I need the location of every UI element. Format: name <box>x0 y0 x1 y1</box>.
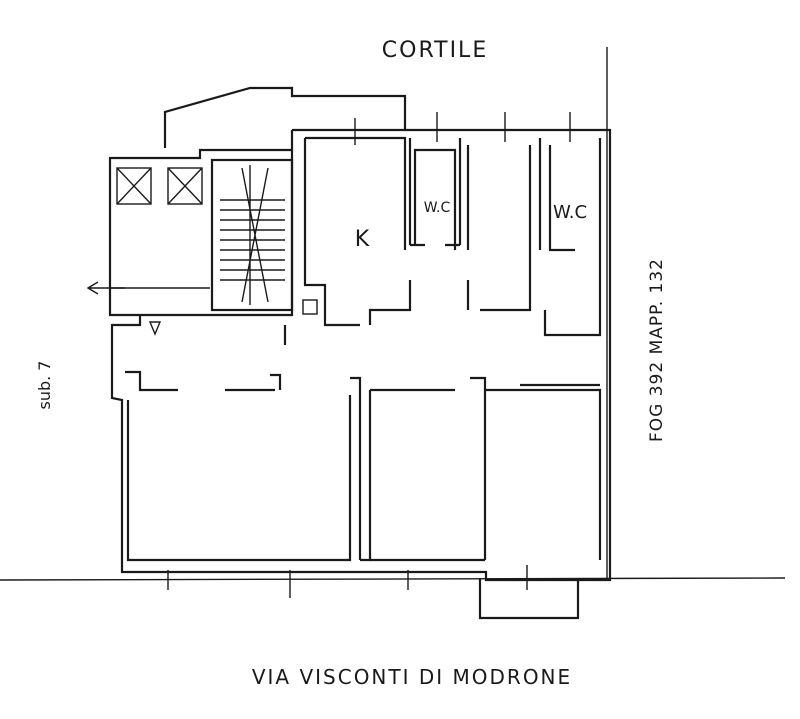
corridor-walls <box>125 325 602 562</box>
property-lines <box>0 47 786 581</box>
lift-shaft-2 <box>167 167 203 205</box>
kitchen-walls <box>303 136 457 327</box>
wc-right-walls <box>538 138 602 337</box>
wc-left-label: W.C <box>424 200 451 216</box>
stair-well <box>210 158 294 312</box>
stair-steps <box>220 165 285 305</box>
duct <box>302 299 318 315</box>
wc-left-walls <box>408 138 462 247</box>
kitchen-label: K <box>355 227 370 252</box>
sub-label: sub. 7 <box>35 361 54 410</box>
cadastral-label: FOG 392 MAPP. 132 <box>647 258 667 442</box>
exterior-walls <box>108 86 612 620</box>
wc-right-label: W.C <box>553 202 587 223</box>
window-marks <box>167 112 571 598</box>
lift-shaft-1 <box>116 167 152 205</box>
stair-core <box>86 158 318 336</box>
street-label: VIA VISCONTI DI MODRONE <box>252 665 572 689</box>
interior-walls <box>125 136 602 562</box>
exit-arrow-icon <box>86 281 125 295</box>
center-room-walls <box>368 145 532 325</box>
entry-arrow-icon <box>148 321 162 336</box>
outer-wall <box>108 128 612 582</box>
front-rooms-walls <box>126 395 475 562</box>
courtyard-label: CORTILE <box>382 38 488 63</box>
balcony <box>478 578 580 620</box>
upper-annex <box>163 86 407 148</box>
street-line <box>0 577 786 581</box>
